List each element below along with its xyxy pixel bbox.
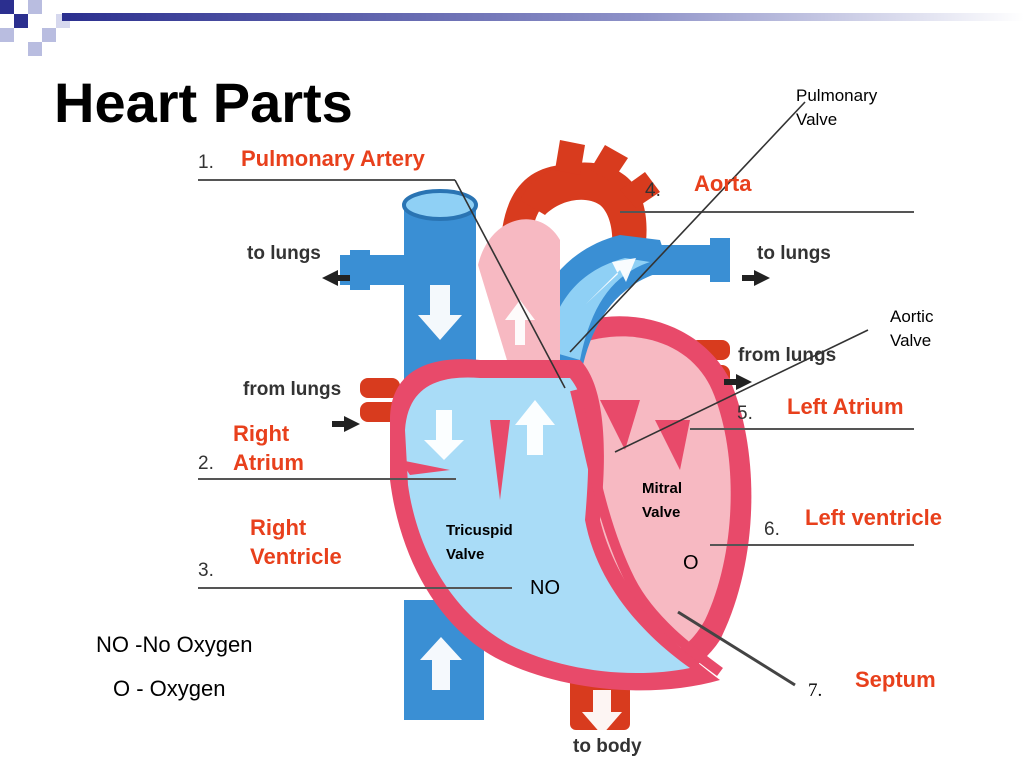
flow-to-lungs-left: to lungs: [247, 243, 321, 264]
label-right-atrium-line2: Atrium: [233, 450, 304, 475]
label-aortic-valve: Aortic Valve: [890, 305, 933, 353]
legend-oxygen: O - Oxygen: [113, 676, 226, 701]
flow-to-lungs-right: to lungs: [757, 243, 831, 264]
label-mitral-valve: Mitral Valve: [642, 477, 682, 525]
flow-from-lungs-right: from lungs: [738, 345, 837, 366]
page-title: Heart Parts: [54, 71, 353, 134]
no-marker: NO: [530, 577, 560, 599]
number-6: 6.: [764, 519, 780, 540]
legend-no-oxygen: NO -No Oxygen: [96, 632, 253, 657]
number-7: 7.: [808, 680, 823, 701]
number-4: 4.: [645, 180, 661, 201]
line-pulm-artery: [454, 179, 566, 389]
label-septum: Septum: [855, 667, 936, 692]
leader-lines: [198, 101, 914, 687]
label-right-ventricle: Right Ventricle: [250, 513, 342, 571]
number-2: 2.: [198, 453, 214, 474]
label-mitral-valve-line1: Mitral: [642, 480, 683, 497]
number-5: 5.: [737, 403, 753, 424]
label-aorta: Aorta: [694, 171, 752, 196]
label-pulmonary-valve-line1: Pulmonary: [796, 86, 878, 105]
number-1: 1.: [198, 152, 214, 173]
flow-from-lungs-left: from lungs: [243, 379, 342, 400]
flow-to-body: to body: [573, 736, 642, 757]
line-7: [677, 610, 796, 687]
label-aortic-valve-line1: Aortic: [890, 307, 934, 326]
label-right-atrium-line1: Right: [233, 421, 290, 446]
label-pulmonary-valve: Pulmonary Valve: [796, 84, 877, 132]
label-tricuspid-valve-line1: Tricuspid: [446, 522, 513, 539]
label-left-ventricle: Left ventricle: [805, 505, 942, 530]
label-right-atrium: Right Atrium: [233, 419, 304, 477]
label-mitral-valve-line2: Valve: [642, 504, 681, 521]
heart-illustration: [322, 140, 770, 735]
label-pulmonary-artery: Pulmonary Artery: [241, 146, 425, 171]
label-aortic-valve-line2: Valve: [890, 331, 932, 350]
label-pulmonary-valve-line2: Valve: [796, 110, 838, 129]
line-pulm-valve: [569, 101, 806, 353]
line-aortic-valve: [614, 329, 869, 453]
label-right-ventricle-line2: Ventricle: [250, 544, 342, 569]
number-3: 3.: [198, 560, 214, 581]
header-decoration: [0, 0, 1024, 56]
o-marker: O: [683, 552, 699, 574]
label-tricuspid-valve: Tricuspid Valve: [446, 519, 513, 567]
label-left-atrium: Left Atrium: [787, 394, 904, 419]
label-tricuspid-valve-line2: Valve: [446, 546, 485, 563]
label-right-ventricle-line1: Right: [250, 515, 307, 540]
